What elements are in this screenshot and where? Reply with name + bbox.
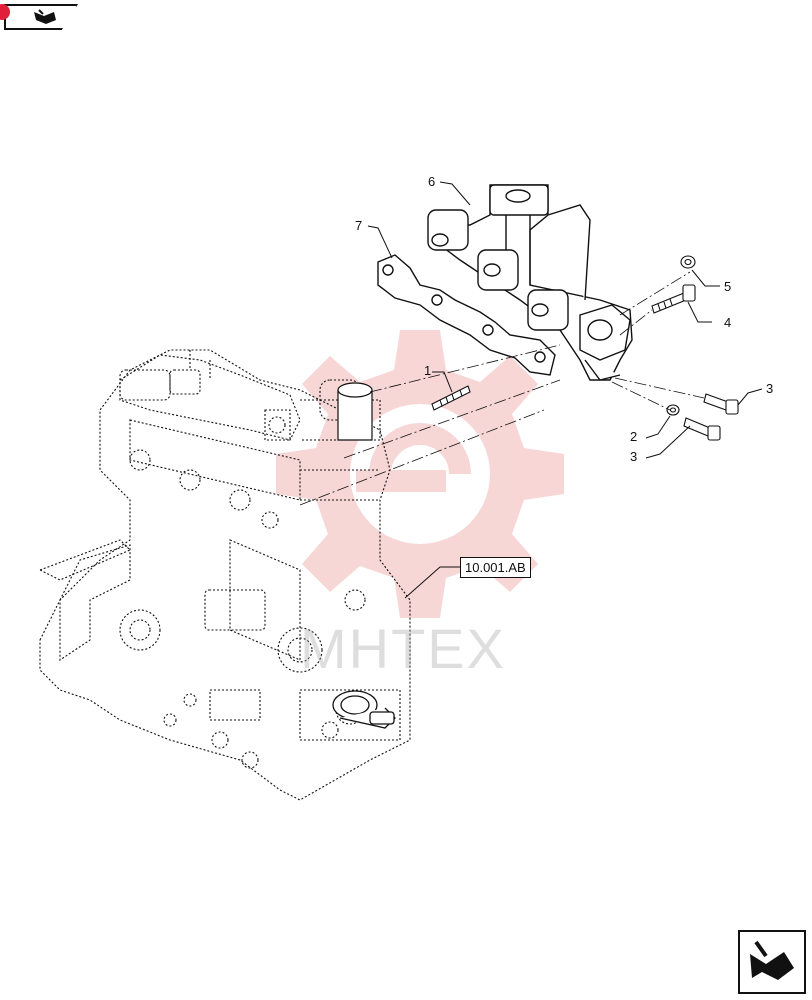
exhaust-manifold (427, 184, 633, 381)
callout-3-upper[interactable]: 3 (766, 381, 774, 396)
inlet-pipe (337, 382, 373, 441)
reference-label-link[interactable]: 10.001.AB (460, 557, 531, 578)
previous-page-button[interactable] (4, 4, 78, 30)
callout-2[interactable]: 2 (630, 429, 638, 444)
callout-1[interactable]: 1 (424, 363, 432, 378)
leader-lines (367, 181, 763, 599)
red-marker-icon (0, 4, 10, 20)
callout-7[interactable]: 7 (355, 218, 363, 233)
callout-3-lower[interactable]: 3 (630, 449, 638, 464)
bolt-long (651, 284, 696, 314)
next-page-button[interactable] (738, 930, 806, 994)
bolt-lower (683, 417, 721, 441)
watermark-text: МНТЕХ (300, 617, 506, 680)
washer-lower (666, 404, 680, 416)
stud (431, 385, 471, 411)
nav-arrow-icon (750, 940, 794, 980)
callout-6[interactable]: 6 (428, 174, 436, 189)
crank-pulley (332, 690, 396, 729)
assembly-lines (299, 271, 705, 506)
callout-5[interactable]: 5 (724, 279, 732, 294)
washer-top (680, 255, 696, 269)
manifold-gasket (377, 254, 556, 376)
bolt-upper (703, 393, 739, 415)
callout-4[interactable]: 4 (724, 315, 732, 330)
nav-arrow-icon (34, 9, 56, 24)
